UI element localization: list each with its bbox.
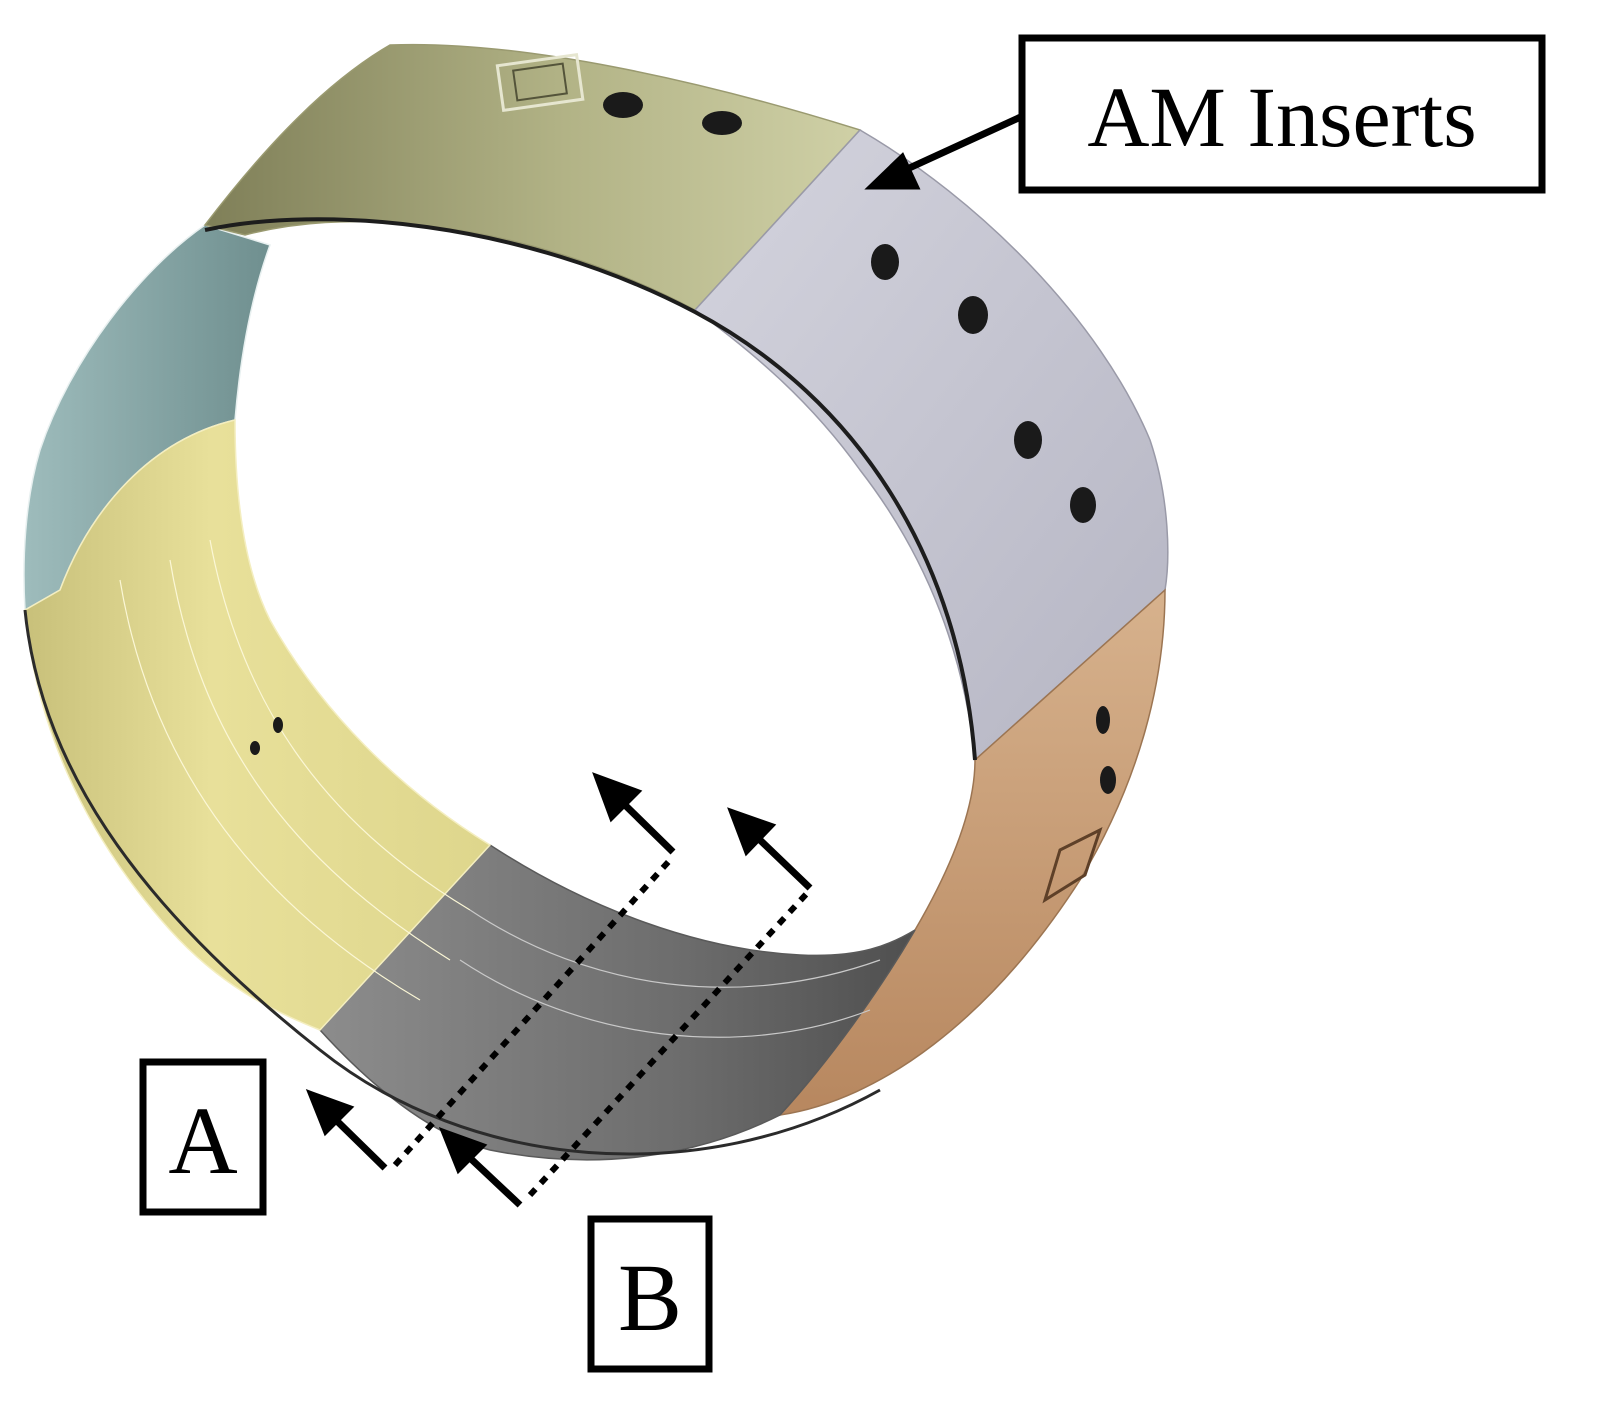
- segment-lower-right: [768, 588, 1166, 1116]
- hole: [958, 296, 988, 334]
- label-a-box: A: [139, 1058, 267, 1216]
- label-b-box: B: [587, 1215, 713, 1373]
- label-am-inserts-box: AM Inserts: [1018, 34, 1546, 194]
- section-line-a: [392, 857, 673, 1168]
- hole: [702, 111, 742, 135]
- ring-rim-lines: [23, 217, 977, 1156]
- inner-lines-bottom: [459, 909, 881, 1038]
- inner-lines-left: [119, 539, 471, 1001]
- outer-rim-edge: [23, 609, 881, 1156]
- hole: [1096, 706, 1110, 734]
- label-am-inserts: AM Inserts: [1087, 69, 1476, 165]
- arrow-a-top-head: [592, 772, 643, 823]
- hole: [1014, 421, 1042, 459]
- arrow-b-top: [757, 837, 813, 891]
- arrow-b-top-head: [727, 807, 777, 857]
- hole: [273, 717, 283, 733]
- lower-right-slot: [1042, 827, 1103, 904]
- holes: [250, 92, 1116, 794]
- ring-band: [23, 43, 1169, 1161]
- arrow-a-bottom-head: [305, 1089, 355, 1137]
- arrows: [305, 111, 1027, 1208]
- arrow-b-bottom: [467, 1155, 523, 1208]
- arrow-b-bottom-head: [438, 1127, 488, 1175]
- hole: [1100, 766, 1116, 794]
- hole: [250, 741, 260, 755]
- hole: [1070, 487, 1096, 523]
- arrow-am-inserts: [903, 111, 1027, 174]
- label-a: A: [168, 1087, 237, 1194]
- hole: [871, 244, 899, 280]
- label-b: B: [618, 1244, 682, 1351]
- arrow-a-top: [623, 803, 676, 855]
- section-lines: [392, 857, 813, 1198]
- inner-rim-edge: [204, 217, 977, 761]
- hole: [603, 92, 643, 118]
- section-line-b: [527, 887, 813, 1198]
- arrow-a-bottom: [335, 1119, 388, 1171]
- arrow-am-inserts-head: [864, 152, 921, 190]
- top-feature: [495, 52, 585, 113]
